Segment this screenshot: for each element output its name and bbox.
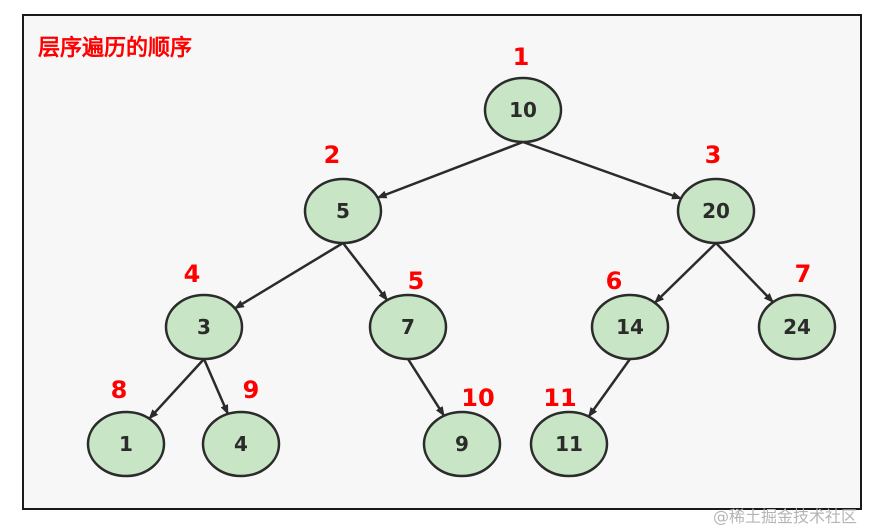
edges-layer <box>148 140 774 420</box>
node-circle <box>201 410 281 478</box>
order-label-3: 3 <box>705 141 722 169</box>
edge-n3-n1 <box>148 358 205 420</box>
tree-node-4: 4 <box>201 410 281 478</box>
node-circle <box>422 410 502 478</box>
tree-node-20: 20 <box>676 177 756 245</box>
tree-node-24: 24 <box>757 293 837 361</box>
node-circle <box>368 293 448 361</box>
tree-node-5: 5 <box>303 177 383 245</box>
node-value: 10 <box>509 98 537 122</box>
order-label-10: 10 <box>461 384 494 412</box>
node-circle <box>483 76 563 144</box>
order-label-4: 4 <box>184 260 201 288</box>
node-circle <box>303 177 383 245</box>
node-value: 20 <box>702 199 730 223</box>
edge-n3-n4 <box>202 358 230 415</box>
node-value: 5 <box>336 199 350 223</box>
node-circle <box>757 293 837 361</box>
node-circle <box>529 410 609 478</box>
order-label-7: 7 <box>795 260 812 288</box>
node-circle <box>86 410 166 478</box>
tree-node-7: 7 <box>368 293 448 361</box>
node-value: 4 <box>234 432 248 456</box>
tree-node-3: 3 <box>164 293 244 361</box>
order-label-2: 2 <box>324 141 341 169</box>
edge-n5-n3 <box>234 241 344 310</box>
node-value: 9 <box>455 432 469 456</box>
node-value: 3 <box>197 315 211 339</box>
order-label-8: 8 <box>111 376 128 404</box>
order-label-11: 11 <box>543 384 576 412</box>
edge-n5-n7 <box>342 242 389 301</box>
tree-node-9: 9 <box>422 410 502 478</box>
order-label-1: 1 <box>513 43 530 71</box>
watermark: @稀土掘金技术社区 <box>712 507 857 526</box>
order-label-6: 6 <box>606 267 623 295</box>
order-label-9: 9 <box>243 376 260 404</box>
order-labels-layer: 1 2 3 4 5 6 7 8 9 10 11 <box>111 43 812 412</box>
edge-n20-n14 <box>653 242 717 304</box>
page-title: 层序遍历的顺序 <box>38 36 193 61</box>
tree-node-1: 1 <box>86 410 166 478</box>
node-value: 1 <box>119 432 133 456</box>
tree-node-14: 14 <box>590 293 670 361</box>
node-circle <box>164 293 244 361</box>
edge-n10-n20 <box>522 140 682 200</box>
node-value: 24 <box>783 315 811 339</box>
edge-n10-n5 <box>376 140 524 199</box>
node-circle <box>590 293 670 361</box>
edge-n7-n9 <box>406 358 446 417</box>
tree-node-11: 11 <box>529 410 609 478</box>
node-value: 14 <box>616 315 644 339</box>
tree-node-10: 10 <box>483 76 563 144</box>
order-label-5: 5 <box>408 267 425 295</box>
node-circle <box>676 177 756 245</box>
edge-n14-n11 <box>587 358 632 418</box>
node-value: 11 <box>555 432 583 456</box>
edge-n20-n24 <box>715 242 774 304</box>
node-value: 7 <box>401 315 415 339</box>
